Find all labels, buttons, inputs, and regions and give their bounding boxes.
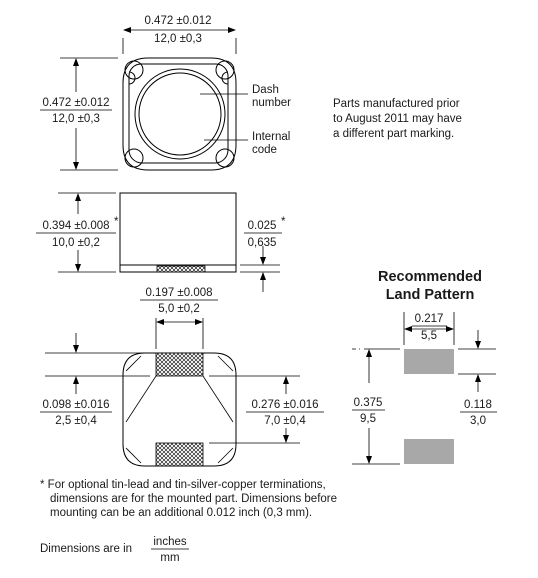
- winding-inner-ring: [138, 72, 222, 156]
- top-view: 0.472 ±0.012 12,0 ±0,3 0.472 ±0.012 12,0…: [40, 15, 291, 171]
- units-note: Dimensions are in inches mm: [40, 536, 189, 564]
- top-width-inch: 0.472 ±0.012: [144, 15, 211, 27]
- bottom-view: 0.197 ±0.008 5,0 ±0,2 0.098 ±0.016 2,5 ±…: [40, 287, 324, 467]
- winding-outer-ring: [134, 68, 226, 160]
- pad-height-inch: 0.098 ±0.016: [42, 399, 109, 411]
- top-view-inner-outline: [128, 63, 229, 164]
- side-height-inch: 0.394 ±0.008: [42, 220, 109, 232]
- pad-span-mm: 7,0 ±0,4: [264, 415, 306, 427]
- side-view-body: [119, 192, 237, 273]
- side-height-star: *: [114, 216, 119, 228]
- top-height-inch: 0.472 ±0.012: [42, 97, 109, 109]
- pad-width-mm: 5,0 ±0,2: [158, 303, 199, 315]
- land-pattern-title-2: Land Pattern: [386, 287, 475, 303]
- marking-note-line-3: a different part marking.: [333, 128, 454, 140]
- land-pad-bottom: [404, 439, 454, 464]
- pad-span-inch: 0.276 ±0.016: [251, 399, 318, 411]
- footnote-line-1: * For optional tin-lead and tin-silver-c…: [40, 479, 326, 491]
- land-width-mm: 5,5: [421, 330, 437, 342]
- land-pattern: Recommended Land Pattern 0.217 5,5 0.375…: [352, 269, 497, 465]
- land-width-inch: 0.217: [415, 313, 444, 325]
- bottom-view-body: [122, 352, 237, 467]
- dash-number-label-1: Dash: [252, 84, 279, 96]
- pad-width-inch: 0.197 ±0.008: [145, 287, 212, 299]
- top-view-body: [122, 57, 237, 171]
- marking-note-line-2: to August 2011 may have: [333, 113, 462, 125]
- termination-mm: 0,635: [248, 237, 277, 249]
- corner-lobe-tl: [124, 60, 144, 80]
- termination-inch: 0.025: [248, 220, 277, 232]
- land-pad-top: [404, 349, 454, 374]
- side-height-mm: 10,0 ±0,2: [52, 237, 100, 249]
- land-span-inch: 0.375: [354, 397, 383, 409]
- internal-code-label-1: Internal: [252, 131, 290, 143]
- land-pattern-title-1: Recommended: [378, 269, 482, 285]
- land-span-mm: 9,5: [360, 413, 376, 425]
- corner-lobe-tr: [215, 60, 235, 80]
- termination-star: *: [281, 216, 286, 228]
- units-note-mm: mm: [160, 552, 179, 564]
- footnote-line-3: mounting can be an additional 0.012 inch…: [50, 507, 312, 519]
- bottom-pad-bottom: [155, 442, 204, 467]
- marking-note-line-1: Parts manufactured prior: [333, 98, 460, 110]
- units-note-prefix: Dimensions are in: [40, 543, 132, 555]
- side-view-termination: [156, 265, 206, 273]
- top-height-mm: 12,0 ±0,3: [52, 113, 100, 125]
- pad-height-mm: 2,5 ±0,4: [55, 415, 97, 427]
- top-width-mm: 12,0 ±0,3: [154, 33, 202, 45]
- units-note-inches: inches: [153, 536, 186, 548]
- side-view: 0.394 ±0.008 * 10,0 ±0,2 0.025 * 0,635: [36, 192, 286, 292]
- corner-lobe-br: [215, 148, 235, 168]
- footnote: * For optional tin-lead and tin-silver-c…: [40, 479, 337, 519]
- corner-lobe-bl: [124, 148, 144, 168]
- land-height-mm: 3,0: [470, 415, 486, 427]
- bottom-pad-top: [155, 352, 204, 377]
- internal-code-label-2: code: [252, 144, 277, 156]
- marking-note: Parts manufactured prior to August 2011 …: [333, 98, 462, 140]
- footnote-line-2: dimensions are for the mounted part. Dim…: [50, 493, 337, 505]
- land-height-inch: 0.118: [464, 399, 492, 411]
- dash-number-label-2: number: [252, 97, 291, 109]
